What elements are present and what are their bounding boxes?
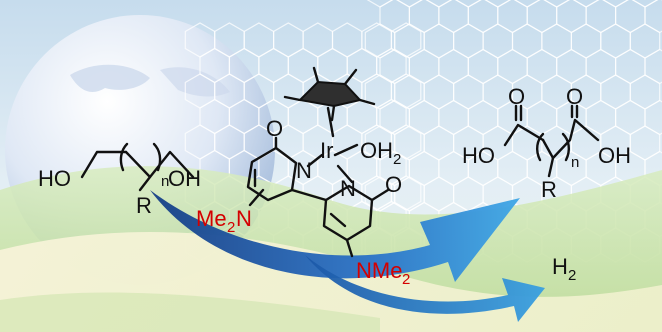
reactant-ho-label: HO — [38, 166, 71, 191]
product-oxygen-left: O — [508, 84, 525, 109]
aqua-ligand-subscript: 2 — [393, 151, 401, 168]
catalyst-oxygen-left: O — [266, 116, 283, 141]
hydrogen-h-label: H — [552, 254, 568, 279]
iridium-label: Ir — [320, 138, 333, 163]
reactant-diol: HO OH n R — [38, 142, 201, 218]
catalyst-oxygen-right: O — [385, 172, 402, 197]
dimethylamino-left-n: N — [236, 206, 252, 231]
main-arrow — [150, 190, 520, 282]
product-oxygen-right: O — [566, 84, 583, 109]
product-dicarboxylic-acid: O O HO OH n R — [462, 84, 631, 202]
hydrogen-arrow — [305, 255, 545, 322]
reaction-arrows — [150, 190, 545, 322]
catalyst-nitrogen-right: N — [340, 176, 356, 201]
catalyst-nitrogen-left: N — [296, 158, 312, 183]
product-n-subscript: n — [571, 154, 579, 171]
reactant-oh-label: OH — [168, 166, 201, 191]
dimethylamino-left-me: Me — [196, 206, 227, 231]
reactant-r-label: R — [136, 193, 152, 218]
cp-star-ligand — [283, 66, 376, 138]
hydrogen-subscript: 2 — [568, 267, 576, 284]
iridium-catalyst: O O N N Ir OH 2 Me 2 N NMe 2 — [196, 116, 410, 288]
dimethylamino-right-subscript: 2 — [402, 271, 410, 288]
product-r-label: R — [541, 177, 557, 202]
aqua-ligand-label: OH — [360, 138, 393, 163]
dimethylamino-left-subscript: 2 — [227, 219, 235, 236]
dimethylamino-right-label: NMe — [356, 258, 402, 283]
reactant-n-subscript: n — [161, 173, 169, 190]
product-ho-label: HO — [462, 143, 495, 168]
product-oh-label: OH — [598, 143, 631, 168]
hydrogen-byproduct: H 2 — [552, 254, 576, 284]
